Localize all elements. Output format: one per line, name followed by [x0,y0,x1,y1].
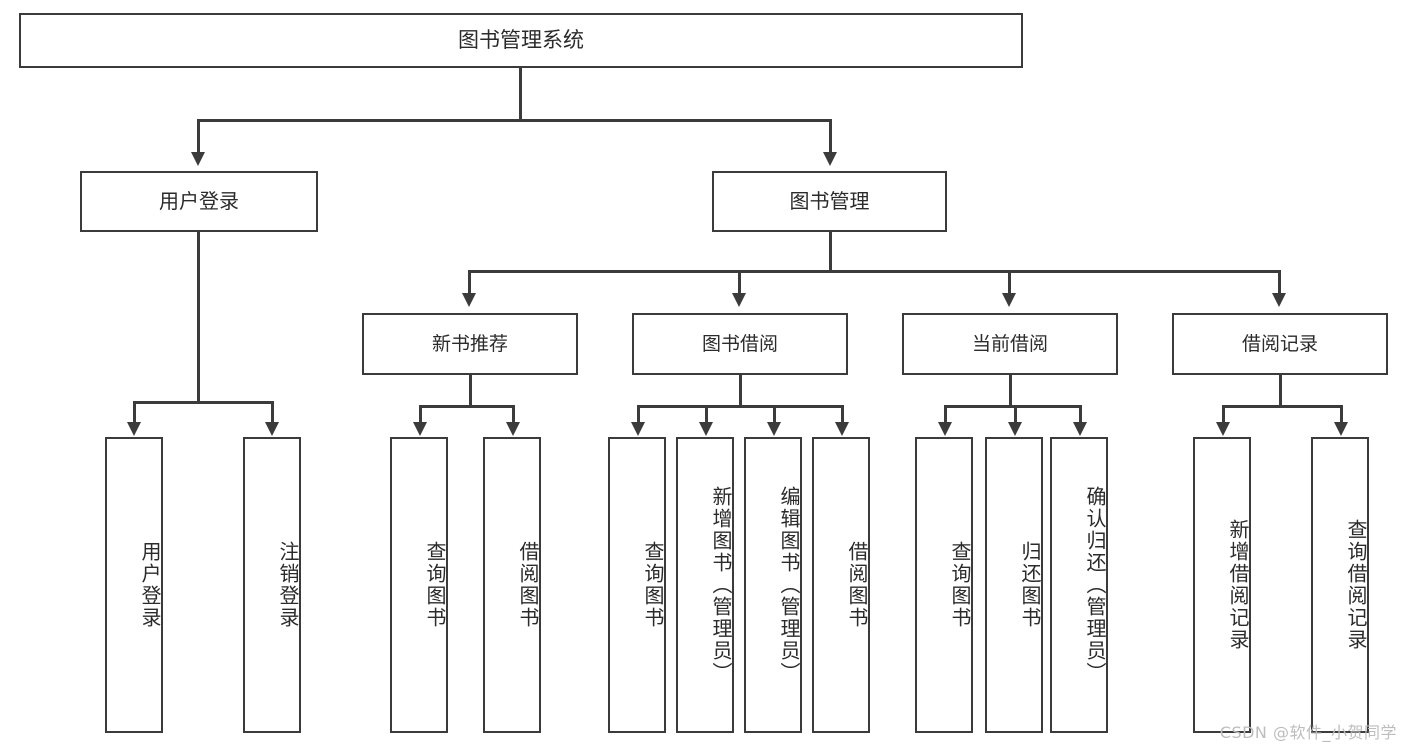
node-label: 查询图书 [948,541,972,629]
edge-book-mgmt-to-new-book [468,270,471,295]
edge-book-borrow-to-leaf-2 [705,405,708,425]
arrow-current-borrow-to-leaf-1 [938,422,952,436]
node-label: 用户登录 [159,188,239,213]
edge-book-mgmt-to-book-borrow [738,270,741,295]
edge-new-book-bus [419,405,512,408]
arrow-user-login-to-leaf-1 [127,422,141,436]
arrow-borrow-record-to-leaf-2 [1334,422,1348,436]
arrow-book-borrow-to-leaf-1 [631,422,645,436]
edge-root-stem [519,68,522,120]
edge-current-borrow-to-leaf-1 [944,405,947,425]
node-label: 查询图书 [641,541,665,629]
node-user-login[interactable]: 用户登录 [80,171,318,232]
arrow-current-borrow-to-leaf-3 [1073,422,1087,436]
edge-current-borrow-bus [944,405,1079,408]
arrow-user-login-to-leaf-2 [265,422,279,436]
node-label: 新增借阅记录 [1226,519,1250,651]
edge-borrow-record-bus [1222,405,1340,408]
node-book-management[interactable]: 图书管理 [712,171,947,232]
leaf-return-book[interactable]: 归还图书 [985,437,1043,733]
edge-root-bus [197,119,831,122]
edge-user-login-bus [133,401,271,404]
node-label: 注销登录 [276,541,300,629]
arrow-book-borrow-to-leaf-2 [699,422,713,436]
node-label: 新增图书（管理员） [709,486,733,684]
node-borrow-record[interactable]: 借阅记录 [1172,313,1388,375]
leaf-add-book-admin[interactable]: 新增图书（管理员） [676,437,734,733]
node-new-book-recommend[interactable]: 新书推荐 [362,313,578,375]
arrow-new-book-to-leaf-1 [413,422,427,436]
node-root-system[interactable]: 图书管理系统 [19,13,1023,68]
edge-user-login-to-leaf-1 [133,401,136,425]
leaf-confirm-return-admin[interactable]: 确认归还（管理员） [1050,437,1108,733]
arrow-root-to-book-mgmt [823,152,837,166]
edge-book-mgmt-bus [468,270,1280,273]
leaf-add-borrow-record[interactable]: 新增借阅记录 [1193,437,1251,733]
edge-book-mgmt-stem [829,232,832,272]
node-label: 图书借阅 [701,332,778,355]
node-label: 用户登录 [138,541,162,629]
edge-current-borrow-to-leaf-2 [1014,405,1017,425]
leaf-user-login[interactable]: 用户登录 [105,437,163,733]
leaf-edit-book-admin[interactable]: 编辑图书（管理员） [744,437,802,733]
edge-book-borrow-to-leaf-1 [637,405,640,425]
leaf-query-borrow-record[interactable]: 查询借阅记录 [1311,437,1369,733]
node-current-borrow[interactable]: 当前借阅 [902,313,1118,375]
edge-borrow-record-stem [1279,375,1282,407]
node-label: 确认归还（管理员） [1083,486,1107,684]
node-label: 借阅记录 [1241,332,1318,355]
node-label: 图书管理系统 [458,28,584,53]
edge-user-login-stem [197,232,200,403]
arrow-book-mgmt-to-new-book [462,293,476,307]
edge-book-borrow-stem [739,375,742,407]
edge-book-mgmt-to-current-borrow [1008,270,1011,295]
arrow-book-borrow-to-leaf-3 [767,422,781,436]
node-label: 查询图书 [423,541,447,629]
node-label: 当前借阅 [971,332,1048,355]
arrow-root-to-user-login [191,152,205,166]
leaf-logout-login[interactable]: 注销登录 [243,437,301,733]
leaf-query-book-current[interactable]: 查询图书 [915,437,973,733]
edge-user-login-to-leaf-2 [271,401,274,425]
leaf-borrow-book[interactable]: 借阅图书 [812,437,870,733]
arrow-new-book-to-leaf-2 [506,422,520,436]
node-book-borrow[interactable]: 图书借阅 [632,313,848,375]
edge-root-to-book-mgmt [829,119,832,154]
edge-new-book-to-leaf-1 [419,405,422,425]
edge-book-borrow-bus [637,405,841,408]
edge-book-borrow-to-leaf-4 [841,405,844,425]
edge-new-book-stem [469,375,472,407]
node-label: 查询借阅记录 [1344,519,1368,651]
arrow-book-mgmt-to-borrow-record [1272,293,1286,307]
edge-borrow-record-to-leaf-2 [1340,405,1343,425]
arrow-current-borrow-to-leaf-2 [1008,422,1022,436]
arrow-book-mgmt-to-book-borrow [732,293,746,307]
node-label: 借阅图书 [516,541,540,629]
node-label: 借阅图书 [845,541,869,629]
edge-current-borrow-stem [1009,375,1012,407]
leaf-borrow-book-newbook[interactable]: 借阅图书 [483,437,541,733]
edge-new-book-to-leaf-2 [512,405,515,425]
edge-borrow-record-to-leaf-1 [1222,405,1225,425]
node-label: 归还图书 [1018,541,1042,629]
arrow-borrow-record-to-leaf-1 [1216,422,1230,436]
leaf-query-book-newbook[interactable]: 查询图书 [390,437,448,733]
edge-root-to-user-login [197,119,200,154]
node-label: 新书推荐 [431,332,508,355]
edge-current-borrow-to-leaf-3 [1079,405,1082,425]
node-label: 图书管理 [789,188,870,213]
node-label: 编辑图书（管理员） [777,486,801,684]
csdn-watermark: CSDN @软件_小贺同学 [1219,723,1397,742]
leaf-query-book-borrow[interactable]: 查询图书 [608,437,666,733]
edge-book-mgmt-to-borrow-record [1278,270,1281,295]
arrow-book-mgmt-to-current-borrow [1002,293,1016,307]
edge-book-borrow-to-leaf-3 [773,405,776,425]
arrow-book-borrow-to-leaf-4 [835,422,849,436]
